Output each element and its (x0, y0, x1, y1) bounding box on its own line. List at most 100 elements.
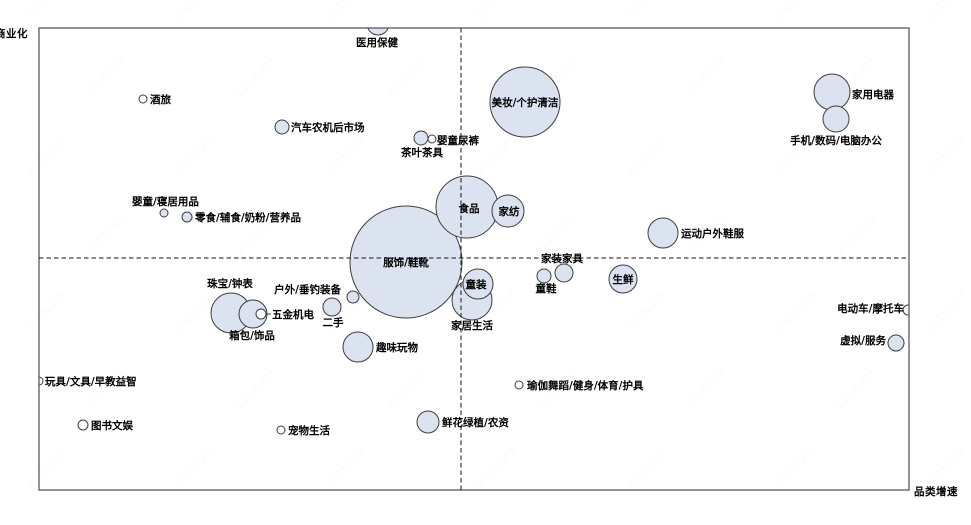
label-pet-life: 宠物生活 (288, 424, 330, 437)
label-home-furniture: 家装家具 (541, 252, 583, 265)
label-baby-bedding: 婴童/寝居用品 (132, 195, 199, 208)
label-outdoor-fishing-gear: 户外/垂钓装备 (273, 283, 341, 296)
label-home-appliances: 家用电器 (852, 88, 894, 101)
watermark-text: 20230303 (834, 212, 878, 256)
label-fresh-food: 生鲜 (613, 273, 634, 286)
bubble-apparel-shoes[interactable] (349, 205, 463, 319)
watermark-text: 20230303 (384, 56, 428, 100)
label-tea-teaware: 茶叶茶具 (400, 146, 443, 159)
bubble-kids-shoes[interactable] (536, 268, 552, 284)
watermark-text: 20230303 (624, 290, 668, 334)
watermark-text: 20230303 (174, 0, 218, 22)
bubble-hotel-travel[interactable] (138, 94, 148, 104)
watermark-text: 20230303 (24, 134, 68, 178)
watermark-text: 20230303 (474, 446, 518, 490)
watermark-text: 20230303 (924, 0, 968, 22)
label-toys-stationery: 玩具/文具/早教益智 (45, 375, 137, 388)
watermark-text: 20230303 (924, 290, 968, 334)
bubble-baby-diapers[interactable] (427, 134, 437, 144)
watermark-text: 20230303 (474, 0, 518, 22)
bubble-books-entertainment[interactable] (77, 419, 89, 431)
label-books-entertainment: 图书文娱 (91, 419, 133, 432)
label-food: 食品 (458, 202, 480, 215)
watermark-text: 20230303 (474, 134, 518, 178)
watermark-text: 20230303 (834, 368, 878, 412)
bubble-second-hand[interactable] (322, 297, 342, 317)
watermark-text: 20230303 (624, 446, 668, 490)
watermark-text: 20230303 (84, 56, 128, 100)
bubble-virtual-services[interactable] (887, 334, 905, 352)
bubble-home-textiles[interactable] (491, 194, 525, 228)
watermark-text: 20230303 (24, 446, 68, 490)
label-fun-toys: 趣味玩物 (375, 341, 418, 354)
label-auto-aftermarket: 汽车农机后市场 (291, 121, 365, 134)
bubble-tea-teaware[interactable] (413, 130, 429, 146)
bubble-auto-aftermarket[interactable] (274, 119, 290, 135)
bubble-kids-clothing[interactable] (462, 268, 494, 300)
label-kids-clothing: 童装 (466, 278, 487, 291)
bubble-medical-healthcare[interactable] (367, 13, 389, 36)
watermark-text: 20230303 (174, 134, 218, 178)
plot-border (38, 27, 910, 491)
label-virtual-services: 虚拟/服务 (840, 334, 886, 347)
watermark-text: 20230303 (324, 446, 368, 490)
watermark-text: 20230303 (774, 290, 818, 334)
bubble-flowers-plants-agriculture[interactable] (416, 410, 440, 434)
label-jewelry-watches: 珠宝/钟表 (207, 277, 253, 290)
watermark-text: 20230303 (24, 0, 68, 22)
bubble-toys-stationery[interactable] (35, 376, 44, 386)
label-hardware-electromechanical: 五金机电 (272, 308, 314, 321)
label-sports-outdoor-apparel: 运动户外鞋服 (681, 227, 744, 240)
label-medical-healthcare: 医用保健 (356, 36, 398, 49)
bubble-beauty-personal-care[interactable] (489, 66, 561, 138)
watermark-text: 20230303 (774, 446, 818, 490)
watermark-text: 20230303 (324, 134, 368, 178)
label-snacks-baby-food: 零食/辅食/奶粉/营养品 (194, 211, 301, 224)
bubble-phones-digital-computers[interactable] (822, 105, 850, 133)
bubble-baby-bedding[interactable] (159, 208, 169, 218)
label-yoga-fitness-sports: 瑜伽舞蹈/健身/体育/护具 (527, 379, 644, 392)
watermark-text: 20230303 (174, 446, 218, 490)
bubble-snacks-baby-food[interactable] (181, 211, 193, 223)
bubble-yoga-fitness-sports[interactable] (514, 380, 524, 390)
watermark-text: 20230303 (324, 0, 368, 22)
watermark-text: 20230303 (924, 446, 968, 490)
watermark-text: 20230303 (624, 134, 668, 178)
bubble-hardware-electromechanical[interactable] (255, 308, 267, 320)
watermark-text: 20230303 (534, 212, 578, 256)
watermark-text: 20230303 (24, 290, 68, 334)
bubble-sports-outdoor-apparel[interactable] (647, 217, 679, 249)
y-axis-label: 商业化 (0, 28, 28, 40)
watermark-text: 20230303 (684, 56, 728, 100)
label-home-living: 家居生活 (451, 319, 493, 332)
label-home-textiles: 家纺 (499, 205, 520, 218)
watermark-text: 20230303 (234, 368, 278, 412)
watermark-text: 20230303 (924, 134, 968, 178)
bubble-home-appliances[interactable] (813, 73, 851, 111)
label-apparel-shoes: 服饰/鞋靴 (383, 256, 429, 269)
watermark-text: 20230303 (774, 0, 818, 22)
bubble-home-furniture[interactable] (554, 263, 574, 283)
watermark-text: 20230303 (684, 368, 728, 412)
label-flowers-plants-agriculture: 鲜花绿植/农资 (442, 416, 509, 429)
bubble-outdoor-fishing-gear[interactable] (346, 290, 360, 304)
watermark-text: 20230303 (624, 0, 668, 22)
label-baby-diapers: 婴童尿裤 (437, 134, 479, 147)
bubble-ebike-motorcycle[interactable] (902, 304, 913, 316)
label-beauty-personal-care: 美妆/个护清洁 (492, 96, 559, 109)
bubble-pet-life[interactable] (276, 425, 286, 435)
label-bags-accessories: 箱包/饰品 (229, 329, 275, 342)
bubbles-layer (35, 13, 913, 435)
label-second-hand: 二手 (323, 316, 344, 329)
bubble-fun-toys[interactable] (342, 331, 374, 363)
label-ebike-motorcycle: 电动车/摩托车 (837, 302, 904, 315)
label-phones-digital-computers: 手机/数码/电脑办公 (790, 134, 882, 147)
label-kids-shoes: 童鞋 (536, 282, 557, 295)
label-hotel-travel: 酒旅 (150, 93, 171, 106)
bubble-fresh-food[interactable] (608, 264, 638, 294)
watermark-text: 20230303 (234, 56, 278, 100)
watermark-text: 20230303 (384, 368, 428, 412)
